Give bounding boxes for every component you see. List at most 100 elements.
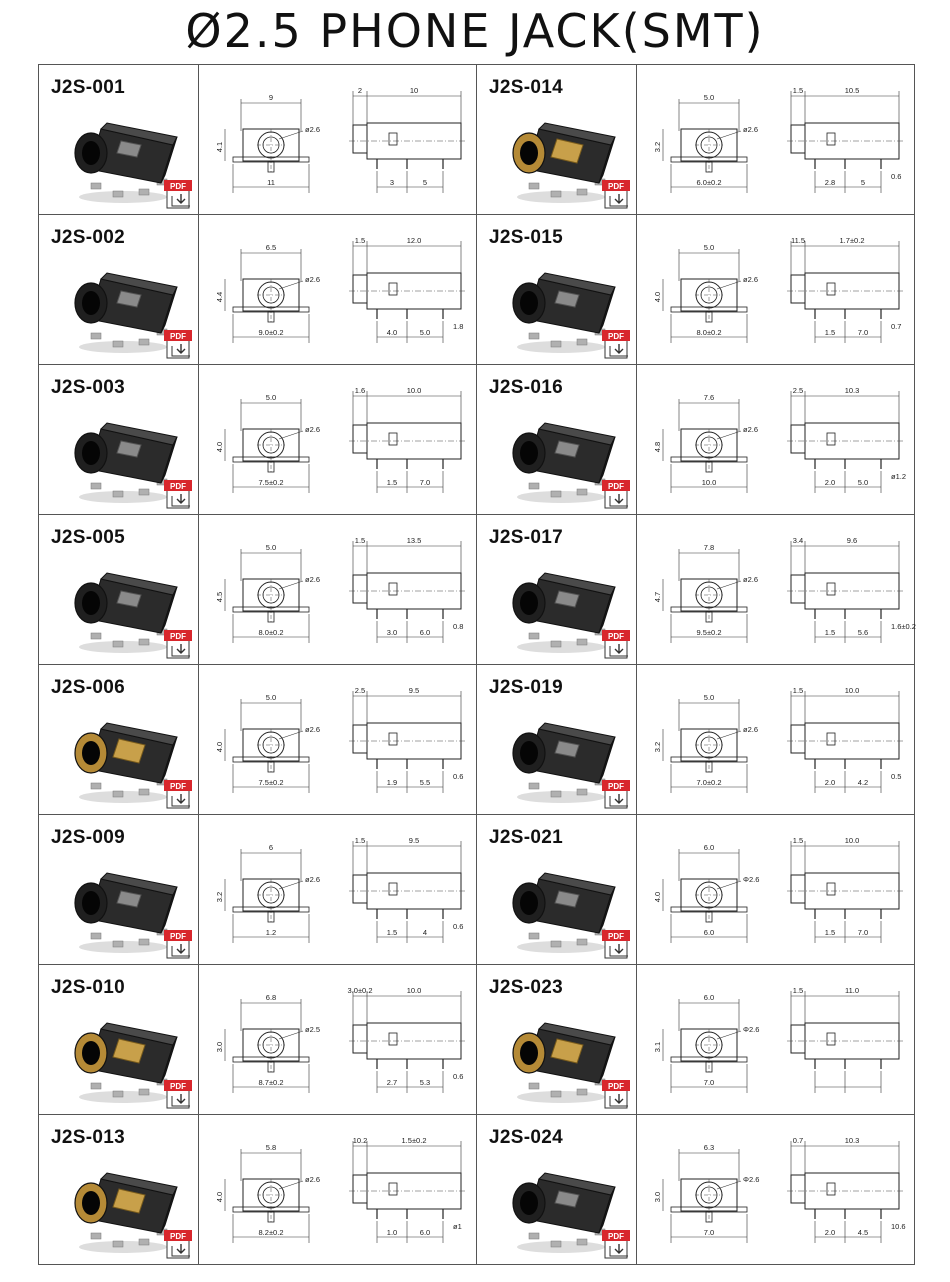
phone-jack-photo [74, 572, 178, 653]
dimension-height: 4.0 [215, 742, 224, 752]
pdf-download-icon[interactable]: PDF [163, 628, 195, 660]
dimension-diameter: ø2.6 [305, 1175, 320, 1184]
product-code: J2S-019 [489, 677, 563, 698]
dimension-base-width: 11 [267, 178, 275, 187]
pdf-download-icon[interactable]: PDF [163, 478, 195, 510]
dimension-bottom-3: 1.6±0.2 [891, 622, 916, 631]
phone-jack-photo [512, 122, 616, 203]
pdf-download-icon[interactable]: PDF [163, 928, 195, 960]
dimension-width: 6.0 [704, 993, 714, 1002]
product-code: J2S-017 [489, 527, 563, 548]
dimension-top-2: 9.5 [409, 836, 419, 845]
pdf-download-icon[interactable]: PDF [601, 628, 633, 660]
phone-jack-photo [512, 1022, 616, 1103]
dimension-base-width: 8.7±0.2 [259, 1078, 284, 1087]
pdf-download-icon[interactable]: PDF [601, 478, 633, 510]
dimension-height: 4.1 [215, 142, 224, 152]
pdf-download-icon[interactable]: PDF [163, 328, 195, 360]
pdf-download-icon[interactable]: PDF [601, 778, 633, 810]
phone-jack-photo [512, 422, 616, 503]
pdf-badge-label: PDF [170, 182, 186, 191]
pdf-download-icon[interactable]: PDF [163, 178, 195, 210]
product-code: J2S-002 [51, 227, 125, 248]
dimension-bottom-1: 1.5 [387, 928, 397, 937]
phone-jack-photo [74, 422, 178, 503]
pdf-download-icon[interactable]: PDF [601, 1228, 633, 1260]
phone-jack-photo [74, 272, 178, 353]
dimension-bottom-3: 0.6 [453, 1072, 463, 1081]
dimension-top-2: 10.3 [845, 1136, 860, 1145]
pdf-download-icon[interactable]: PDF [163, 778, 195, 810]
dimension-diameter: ø2.6 [743, 575, 758, 584]
pdf-download-icon[interactable]: PDF [601, 178, 633, 210]
dimension-top-2: 9.5 [409, 686, 419, 695]
pdf-download-icon[interactable]: PDF [163, 1078, 195, 1110]
dimension-bottom-1: 1.5 [825, 628, 835, 637]
dimension-bottom-1: 2.0 [825, 778, 835, 787]
phone-jack-photo [512, 272, 616, 353]
dimension-height: 3.1 [653, 1042, 662, 1052]
product-code: J2S-005 [51, 527, 125, 548]
pdf-badge-label: PDF [608, 332, 624, 341]
phone-jack-photo [74, 1172, 178, 1253]
dimension-bottom-1: 2.7 [387, 1078, 397, 1087]
dimension-base-width: 8.0±0.2 [259, 628, 284, 637]
phone-jack-photo [512, 722, 616, 803]
dimension-height: 3.0 [215, 1042, 224, 1052]
dimension-diameter: ø2.6 [743, 275, 758, 284]
dimension-bottom-2: 6.0 [420, 1228, 430, 1237]
dimension-top-1: 1.5 [355, 236, 365, 245]
dimension-base-width: 7.5±0.2 [259, 478, 284, 487]
dimension-width: 7.8 [704, 543, 714, 552]
dimension-bottom-2: 5.0 [420, 328, 430, 337]
pdf-badge-label: PDF [608, 182, 624, 191]
dimension-top-2: 9.6 [847, 536, 857, 545]
dimension-bottom-2: 7.0 [858, 928, 868, 937]
pdf-download-icon[interactable]: PDF [601, 1078, 633, 1110]
dimension-bottom-2: 5 [423, 178, 427, 187]
pdf-download-icon[interactable]: PDF [601, 928, 633, 960]
dimension-bottom-3: 0.7 [891, 322, 901, 331]
dimension-top-1: 2.5 [793, 386, 803, 395]
dimension-top-1: 1.5 [793, 686, 803, 695]
dimension-diameter: ø2.6 [305, 425, 320, 434]
dimension-top-1: 1.5 [793, 986, 803, 995]
pdf-badge-label: PDF [170, 932, 186, 941]
pdf-download-icon[interactable]: PDF [601, 328, 633, 360]
dimension-bottom-2: 5.6 [858, 628, 868, 637]
pdf-badge-label: PDF [170, 632, 186, 641]
dimension-diameter: ø2.6 [305, 875, 320, 884]
dimension-width: 5.8 [266, 1143, 276, 1152]
dimension-bottom-3: 0.6 [453, 922, 463, 931]
dimension-top-1: 3.0±0.2 [348, 986, 373, 995]
dimension-bottom-1: 2.0 [825, 478, 835, 487]
dimension-bottom-3: 0.6 [453, 772, 463, 781]
dimension-bottom-3: 0.6 [891, 172, 901, 181]
pdf-download-icon[interactable]: PDF [163, 1228, 195, 1260]
dimension-base-width: 7.0 [704, 1078, 714, 1087]
pdf-badge-label: PDF [608, 482, 624, 491]
dimension-base-width: 8.0±0.2 [697, 328, 722, 337]
dimension-height: 4.5 [215, 592, 224, 602]
dimension-base-width: 6.0 [704, 928, 714, 937]
dimension-height: 4.0 [215, 442, 224, 452]
